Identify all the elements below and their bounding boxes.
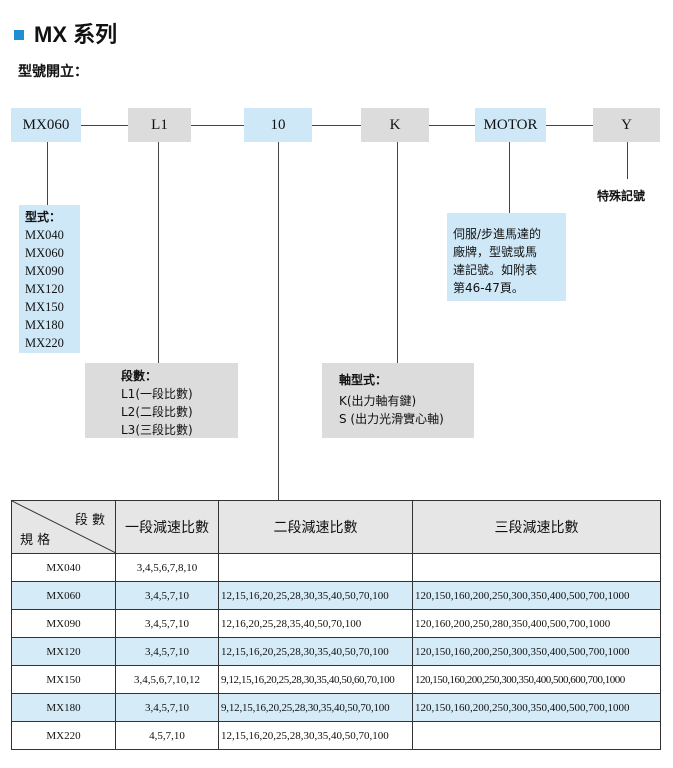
connector-line (81, 125, 128, 126)
model-description: 型式： MX040 MX060 MX090 MX120 MX150 MX180 … (19, 205, 80, 353)
code-shaft-box: K (361, 108, 429, 142)
corner-top-label: 段 數 (74, 513, 105, 528)
motor-desc-line: 伺服/步進馬達的 (453, 227, 542, 241)
table-row: MX180 3,4,5,7,10 9,12,15,16,20,25,28,30,… (11, 693, 661, 722)
one-stage-cell: 3,4,5,6,7,10,12 (115, 665, 219, 694)
code-ratio-box: 10 (244, 108, 312, 142)
table-row: MX120 3,4,5,7,10 12,15,16,20,25,28,30,35… (11, 637, 661, 666)
stage-item: L3(三段比數) (121, 423, 193, 437)
three-stage-cell: 120,150,160,200,250,300,350,400,500,600,… (412, 665, 661, 694)
model-cell: MX150 (11, 665, 116, 694)
model-cell: MX120 (11, 637, 116, 666)
two-stage-cell: 9,12,15,16,20,25,28,30,35,40,50,60,70,10… (218, 665, 413, 694)
table-corner-header: 段 數 規 格 (11, 500, 116, 554)
model-item: MX150 (25, 300, 64, 314)
model-cell: MX180 (11, 693, 116, 722)
two-stage-cell: 12,15,16,20,25,28,30,35,40,50,70,100 (218, 581, 413, 610)
special-description: 特殊記號 (597, 187, 645, 205)
table-row: MX060 3,4,5,7,10 12,15,16,20,25,28,30,35… (11, 581, 661, 610)
three-stage-cell (412, 553, 661, 582)
table-row: MX040 3,4,5,6,7,8,10 (11, 553, 661, 582)
two-stage-cell: 12,15,16,20,25,28,30,35,40,50,70,100 (218, 721, 413, 750)
model-item: MX090 (25, 264, 64, 278)
connector-line (397, 142, 398, 363)
connector-line (47, 142, 48, 205)
stage-item: L2(二段比數) (121, 405, 193, 419)
connector-line (191, 125, 244, 126)
motor-desc-line: 達記號。如附表 (453, 263, 538, 277)
connector-line (509, 142, 510, 213)
model-item: MX120 (25, 282, 64, 296)
one-stage-cell: 3,4,5,7,10 (115, 693, 219, 722)
model-item: MX180 (25, 318, 64, 332)
two-stage-cell (218, 553, 413, 582)
special-text: 特殊記號 (597, 189, 646, 203)
three-stage-cell: 120,160,200,250,280,350,400,500,700,1000 (412, 609, 661, 638)
connector-line (312, 125, 361, 126)
stage-description: 段數： L1(一段比數) L2(二段比數) L3(三段比數) (85, 363, 238, 438)
table-row: MX090 3,4,5,7,10 12,16,20,25,28,35,40,50… (11, 609, 661, 638)
three-stage-cell (412, 721, 661, 750)
table-header-row: 段 數 規 格 一段減速比數 二段減速比數 三段減速比數 (11, 500, 661, 554)
reduction-ratio-table: 段 數 規 格 一段減速比數 二段減速比數 三段減速比數 MX040 3,4,5… (11, 500, 661, 750)
code-special-box: Y (593, 108, 660, 142)
two-stage-cell: 9,12,15,16,20,25,28,30,35,40,50,70,100 (218, 693, 413, 722)
one-stage-cell: 3,4,5,6,7,8,10 (115, 553, 219, 582)
connector-line (278, 142, 279, 500)
model-heading: 型式： (25, 210, 62, 224)
two-stage-cell: 12,16,20,25,28,35,40,50,70,100 (218, 609, 413, 638)
three-stage-cell: 120,150,160,200,250,300,350,400,500,700,… (412, 693, 661, 722)
connector-line (546, 125, 593, 126)
connector-line (429, 125, 475, 126)
one-stage-cell: 4,5,7,10 (115, 721, 219, 750)
column-header: 一段減速比數 (115, 500, 219, 554)
column-header: 二段減速比數 (218, 500, 413, 554)
motor-description: 伺服/步進馬達的 廠牌，型號或馬 達記號。如附表 第46-47頁。 (447, 213, 566, 301)
motor-desc-line: 廠牌，型號或馬 (453, 245, 538, 259)
code-series-box: MX060 (11, 108, 81, 142)
stage-heading: 段數： (121, 369, 158, 383)
one-stage-cell: 3,4,5,7,10 (115, 581, 219, 610)
model-cell: MX040 (11, 553, 116, 582)
shaft-item: K(出力軸有鍵) (339, 394, 417, 408)
one-stage-cell: 3,4,5,7,10 (115, 609, 219, 638)
page-title: MX 系列 (34, 22, 118, 47)
stage-item: L1(一段比數) (121, 387, 193, 401)
table-row: MX220 4,5,7,10 12,15,16,20,25,28,30,35,4… (11, 721, 661, 750)
model-cell: MX090 (11, 609, 116, 638)
three-stage-cell: 120,150,160,200,250,300,350,400,500,700,… (412, 581, 661, 610)
model-cell: MX060 (11, 581, 116, 610)
page-subtitle: 型號開立： (18, 64, 88, 80)
shaft-heading: 軸型式： (339, 373, 388, 387)
model-cell: MX220 (11, 721, 116, 750)
title-bullet-icon (14, 30, 24, 40)
table-row: MX150 3,4,5,6,7,10,12 9,12,15,16,20,25,2… (11, 665, 661, 694)
one-stage-cell: 3,4,5,7,10 (115, 637, 219, 666)
code-motor-box: MOTOR (475, 108, 546, 142)
model-item: MX220 (25, 336, 64, 350)
diagonal-divider (12, 501, 115, 553)
connector-line (627, 142, 628, 179)
connector-line (158, 142, 159, 363)
two-stage-cell: 12,15,16,20,25,28,30,35,40,50,70,100 (218, 637, 413, 666)
model-item: MX060 (25, 246, 64, 260)
three-stage-cell: 120,150,160,200,250,300,350,400,500,700,… (412, 637, 661, 666)
model-item: MX040 (25, 228, 64, 242)
shaft-description: 軸型式： K(出力軸有鍵) S (出力光滑實心軸) (322, 363, 474, 438)
code-stage-box: L1 (128, 108, 191, 142)
column-header: 三段減速比數 (412, 500, 661, 554)
shaft-item: S (出力光滑實心軸) (339, 412, 444, 426)
corner-bottom-label: 規 格 (20, 533, 51, 548)
motor-desc-line: 第46-47頁。 (453, 281, 524, 295)
